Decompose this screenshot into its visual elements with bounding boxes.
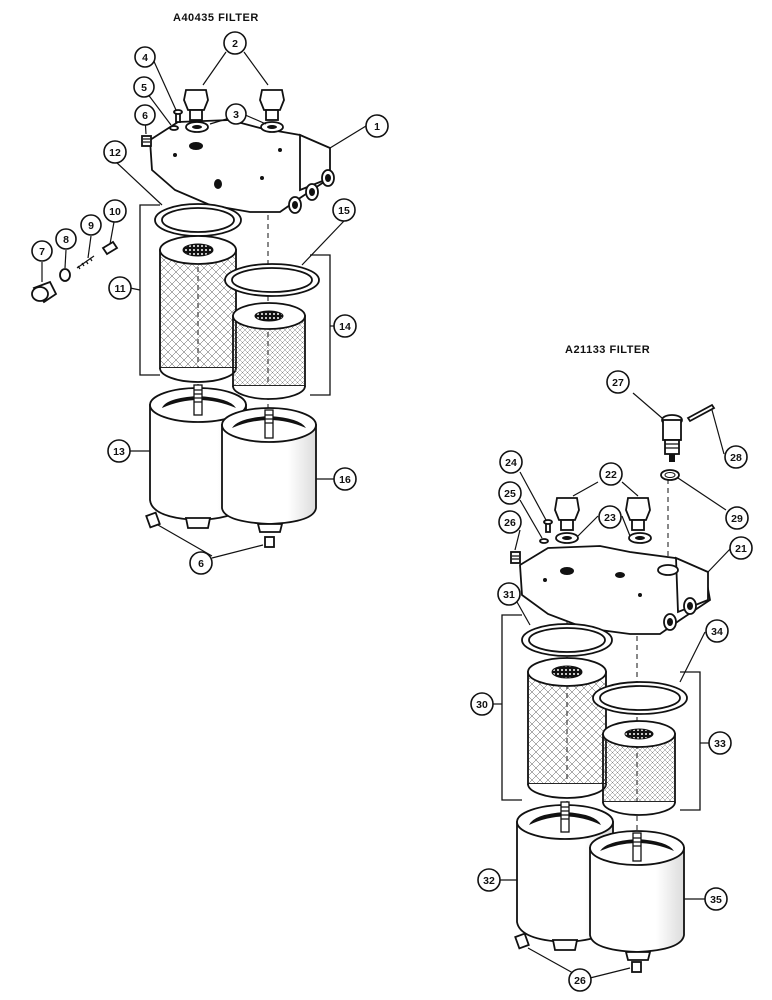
drain-plug (514, 932, 530, 950)
callout-10: 10 (103, 199, 127, 223)
callout-9: 9 (80, 214, 102, 236)
callout-2: 2 (223, 31, 247, 55)
svg-text:2: 2 (232, 38, 238, 50)
svg-text:35: 35 (710, 894, 722, 906)
callout-33: 33 (708, 731, 732, 755)
callout-6-lower: 6 (189, 551, 213, 575)
svg-text:23: 23 (604, 512, 616, 524)
svg-text:26: 26 (574, 975, 586, 987)
filter-bowl-small (221, 407, 317, 533)
svg-text:12: 12 (109, 147, 121, 159)
callout-30: 30 (470, 692, 494, 716)
callout-16: 16 (333, 467, 357, 491)
callout-26-lower: 26 (568, 968, 592, 992)
drain-plug (264, 536, 275, 548)
svg-text:29: 29 (731, 513, 743, 525)
callout-24: 24 (499, 450, 523, 474)
svg-text:3: 3 (233, 109, 239, 121)
svg-text:5: 5 (141, 82, 147, 94)
callout-15: 15 (332, 198, 356, 222)
svg-text:34: 34 (711, 626, 723, 638)
left-filter-title: A40435 FILTER (173, 12, 259, 24)
svg-text:21: 21 (735, 543, 747, 555)
callout-labels: 1 2 3 4 5 6 7 8 9 10 11 12 13 14 15 16 6… (31, 31, 753, 992)
svg-text:25: 25 (504, 488, 516, 500)
svg-text:24: 24 (505, 457, 517, 469)
filter-element-large (527, 657, 607, 799)
callout-26: 26 (498, 510, 522, 534)
callout-21: 21 (729, 536, 753, 560)
filter-head (519, 545, 711, 635)
pipe-plug (510, 551, 521, 564)
svg-text:31: 31 (503, 589, 515, 601)
right-filter-title: A21133 FILTER (565, 344, 650, 356)
callout-13: 13 (107, 439, 131, 463)
right-filter-assembly (501, 403, 716, 973)
callout-32: 32 (477, 868, 501, 892)
pin (686, 403, 716, 423)
filter-element-small (602, 720, 676, 816)
callout-35: 35 (704, 887, 728, 911)
small-washer (539, 538, 549, 544)
svg-text:6: 6 (142, 110, 148, 122)
svg-text:8: 8 (63, 234, 69, 246)
callout-23: 23 (598, 505, 622, 529)
svg-text:33: 33 (714, 738, 726, 750)
filter-element-large (159, 235, 237, 383)
svg-text:6: 6 (198, 558, 204, 570)
relief-valve-parts (31, 240, 119, 304)
svg-text:4: 4 (142, 52, 148, 64)
callout-25: 25 (498, 481, 522, 505)
callout-4: 4 (134, 46, 156, 68)
svg-text:9: 9 (88, 220, 94, 232)
pipe-plug (141, 135, 152, 147)
svg-text:28: 28 (730, 452, 742, 464)
callout-34: 34 (705, 619, 729, 643)
banjo-bolts (183, 89, 285, 121)
filter-element-small (232, 302, 306, 400)
callout-8: 8 (55, 228, 77, 250)
svg-text:11: 11 (114, 283, 125, 295)
callout-7: 7 (31, 240, 53, 262)
svg-text:13: 13 (113, 446, 125, 458)
left-filter-assembly (31, 89, 335, 548)
svg-text:7: 7 (39, 246, 45, 258)
callout-27: 27 (606, 370, 630, 394)
svg-text:15: 15 (338, 205, 350, 217)
svg-text:1: 1 (374, 121, 380, 133)
small-washer (169, 125, 179, 131)
callout-31: 31 (497, 582, 521, 606)
filter-bowl-large (516, 801, 614, 951)
drain-plug (631, 961, 642, 973)
callout-3: 3 (225, 103, 247, 125)
drain-plug (145, 511, 161, 529)
svg-text:32: 32 (483, 875, 495, 887)
callout-6: 6 (134, 104, 156, 126)
filter-bowl-small (589, 830, 685, 961)
callout-1: 1 (365, 114, 389, 138)
callout-11: 11 (108, 276, 132, 300)
callout-14: 14 (333, 314, 357, 338)
banjo-bolts (554, 497, 651, 531)
callout-5: 5 (133, 76, 155, 98)
callout-22: 22 (599, 462, 623, 486)
check-valve (661, 414, 683, 462)
svg-text:27: 27 (612, 377, 624, 389)
filter-head (149, 119, 335, 214)
callout-29: 29 (725, 506, 749, 530)
callout-28: 28 (724, 445, 748, 469)
svg-text:26: 26 (504, 517, 516, 529)
svg-text:14: 14 (339, 321, 351, 333)
callout-12: 12 (103, 140, 127, 164)
svg-text:10: 10 (109, 206, 121, 218)
svg-text:30: 30 (476, 699, 488, 711)
svg-text:16: 16 (339, 474, 351, 486)
svg-text:22: 22 (605, 469, 617, 481)
